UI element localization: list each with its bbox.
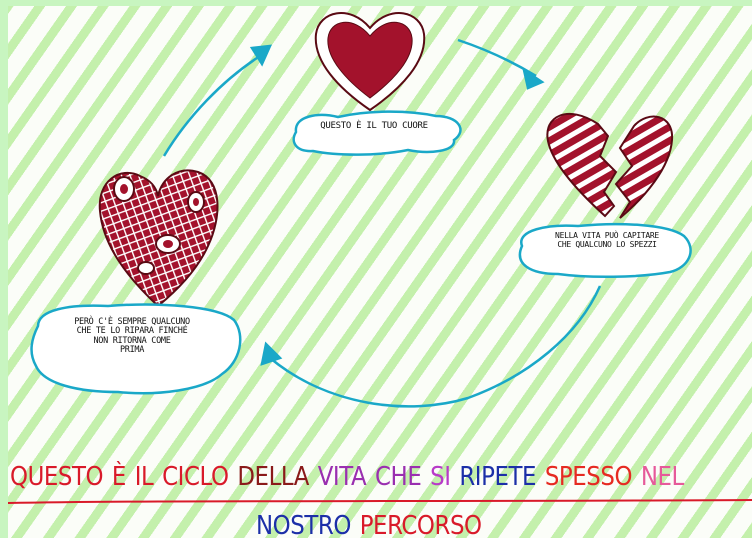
footer-word: CICLO xyxy=(162,462,229,492)
caption-bubble-left xyxy=(30,303,242,395)
footer-word: DELLA xyxy=(237,462,309,492)
footer-line-2: NOSTRO PERCORSO xyxy=(256,511,490,538)
footer-word: È xyxy=(111,462,126,492)
cycle-arrow-left-icon xyxy=(162,44,273,157)
caption-top-heart-text: QUESTO È IL TUO CUORE xyxy=(320,121,428,131)
cycle-arrow-right-icon xyxy=(457,38,545,90)
heart-top-icon xyxy=(314,12,426,112)
drawing-art xyxy=(8,12,752,504)
caption-mended-heart: PERÒ C'È SEMPRE QUALCUNO CHE TE LO RIPAR… xyxy=(32,317,232,356)
caption-top-heart: QUESTO È IL TUO CUORE xyxy=(289,121,459,132)
footer-word: CHE xyxy=(375,462,422,492)
footer-word: NOSTRO xyxy=(256,511,351,538)
mended-heart-icon xyxy=(98,169,219,308)
footer-word: SPESSO xyxy=(544,462,633,492)
footer-underline xyxy=(8,499,752,504)
footer-word: SI xyxy=(430,462,451,492)
caption-mended-heart-line: PERÒ C'È SEMPRE QUALCUNO xyxy=(74,317,190,327)
footer-word: IL xyxy=(134,462,154,492)
caption-broken-heart-line: CHE QUALCUNO LO SPEZZI xyxy=(557,239,657,249)
footer-word: NEL xyxy=(640,462,684,492)
broken-heart-icon xyxy=(546,113,674,219)
cycle-arrow-bottom-icon xyxy=(260,285,602,408)
caption-broken-heart-line: NELLA VITA PUÒ CAPITARE xyxy=(555,231,659,240)
caption-mended-heart-line: CHE TE LO RIPARA FINCHÉ xyxy=(76,326,188,337)
caption-mended-heart-line: NON RITORNA COME xyxy=(93,335,171,346)
caption-bubble-top xyxy=(292,110,462,156)
footer-word: PERCORSO xyxy=(359,511,482,538)
footer-word: QUESTO xyxy=(10,462,104,492)
caption-mended-heart-line: PRIMA xyxy=(119,345,145,356)
drawing-sheet: QUESTO È IL TUO CUORE NELLA VITA PUÒ CAP… xyxy=(8,6,752,538)
footer-word: VITA xyxy=(317,462,367,492)
footer-word: RIPETE xyxy=(459,462,537,492)
caption-bubble-right xyxy=(518,222,692,279)
caption-broken-heart: NELLA VITA PUÒ CAPITARE CHE QUALCUNO LO … xyxy=(522,231,692,250)
